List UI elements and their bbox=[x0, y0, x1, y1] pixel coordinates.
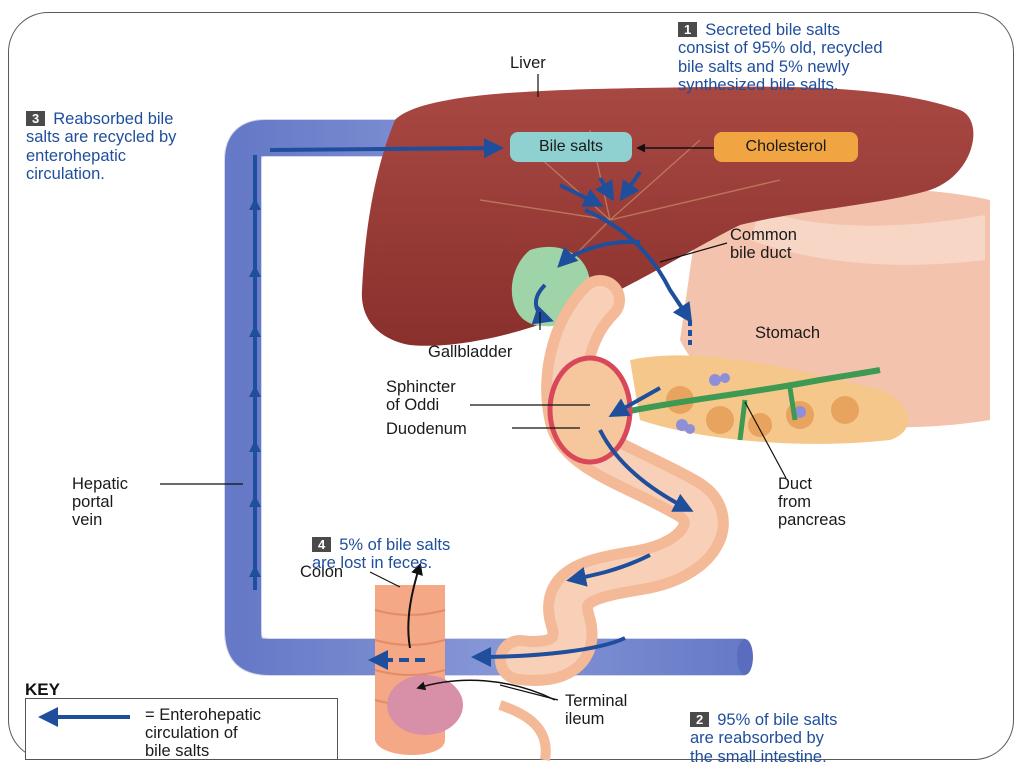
liver-veins bbox=[479, 129, 781, 271]
common-bile-duct-label: Common bile duct bbox=[730, 226, 797, 262]
step-text: Secreted bile salts consist of 95% old, … bbox=[678, 20, 883, 95]
stomach-fold bbox=[750, 210, 985, 265]
hepatic-portal-vein-label: Hepatic portal vein bbox=[72, 475, 128, 529]
leader-lines bbox=[160, 74, 787, 701]
step-number: 2 bbox=[690, 711, 710, 727]
gallbladder-label: Gallbladder bbox=[428, 343, 513, 361]
step-text: 5% of bile salts are lost in feces. bbox=[312, 535, 451, 573]
pancreas-dots bbox=[676, 373, 806, 434]
sphincter-of-oddi-label: Sphincter of Oddi bbox=[386, 378, 456, 414]
portal-vein-outline bbox=[224, 119, 745, 676]
terminal-ileum-label: Terminal ileum bbox=[565, 692, 628, 728]
colon-label: Colon bbox=[300, 563, 344, 581]
key-title: KEY bbox=[25, 680, 60, 699]
bile-salts-box: Bile salts bbox=[510, 132, 632, 162]
liver-label: Liver bbox=[510, 54, 546, 72]
step-number: 3 bbox=[26, 110, 46, 126]
duct-from-pancreas-label: Duct from pancreas bbox=[778, 475, 846, 529]
key-text: = Enterohepatic circulation of bile salt… bbox=[145, 706, 262, 760]
cholesterol-box: Cholesterol bbox=[714, 132, 858, 162]
step-number: 4 bbox=[312, 536, 332, 552]
key-box bbox=[25, 698, 338, 760]
step-number: 1 bbox=[678, 21, 698, 37]
portal-vein bbox=[225, 120, 745, 675]
colon-shape bbox=[374, 585, 551, 761]
step-text: 95% of bile salts are reabsorbed by the … bbox=[690, 710, 838, 766]
step-text: Reabsorbed bile salts are recycled by en… bbox=[26, 109, 177, 184]
pancreatic-duct-branch bbox=[737, 387, 798, 441]
slide-frame bbox=[8, 12, 1014, 760]
terminal-ileum-arrow bbox=[416, 679, 556, 701]
feces-arrow bbox=[407, 562, 423, 649]
portal-vein-flow-arrows bbox=[249, 198, 261, 577]
stomach-label: Stomach bbox=[755, 324, 821, 342]
duodenum-label: Duodenum bbox=[386, 420, 467, 438]
pancreatic-duct bbox=[609, 367, 881, 418]
portal-vein-end bbox=[737, 639, 753, 675]
bile-flow-arrows bbox=[253, 138, 694, 670]
